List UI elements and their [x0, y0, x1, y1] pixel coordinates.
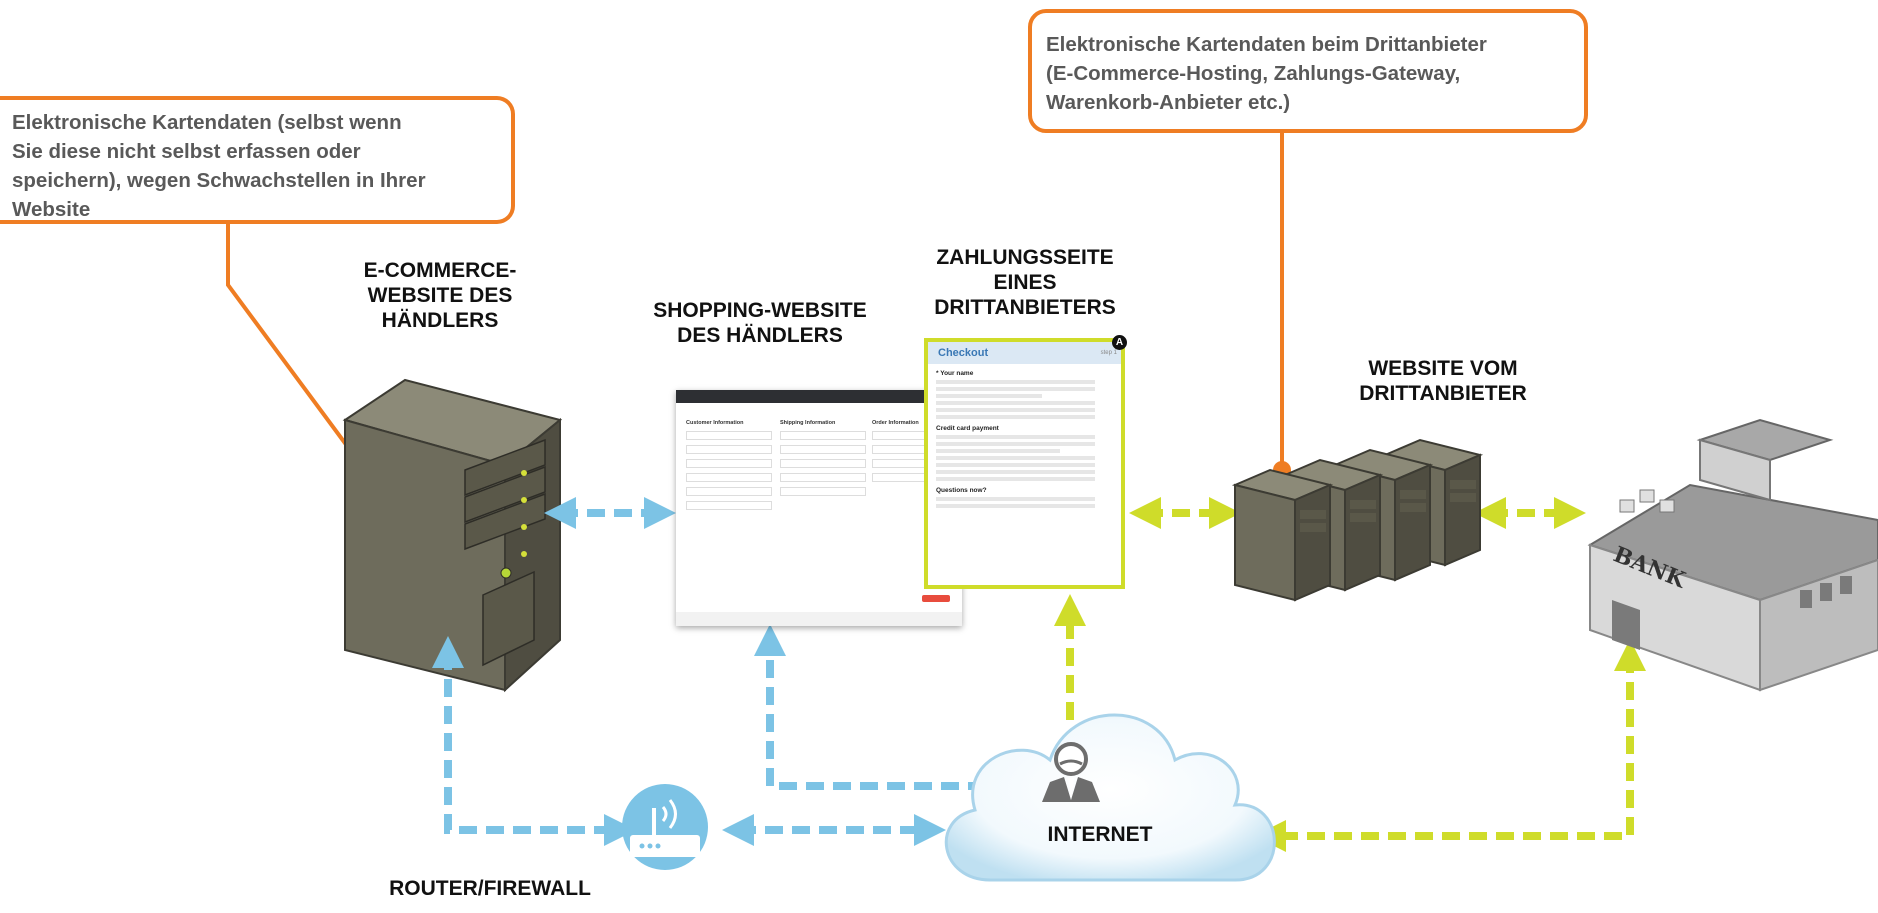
shop-column-heading: Order Information — [872, 420, 919, 426]
router-icon — [622, 784, 708, 870]
label-line: HÄNDLERS — [381, 309, 499, 332]
label-line: WEBSITE DES — [367, 284, 513, 307]
checkout-header: Checkout step 1 — [928, 342, 1121, 364]
checkout-step: step 1 — [1100, 350, 1117, 356]
shop-column-heading: Customer Information — [686, 420, 744, 426]
callout-left-connector — [226, 224, 358, 460]
label-line: ZAHLUNGSSEITE — [936, 246, 1114, 269]
shop-submit-button — [922, 595, 950, 602]
label-ecommerce-website: E-COMMERCE- WEBSITE DES HÄNDLERS — [320, 258, 560, 333]
user-person-icon — [1042, 742, 1100, 802]
payment-page-screenshot: Checkout step 1 * Your name Credit card … — [924, 338, 1125, 589]
label-router: ROUTER/FIREWALL — [389, 877, 591, 900]
shop-topbar — [676, 390, 962, 403]
shopping-website-screenshot: Customer Information Shipping Informatio… — [676, 390, 962, 626]
callout-left-line: speichern), wegen Schwachstellen in Ihre… — [12, 169, 426, 192]
internet-cloud-icon — [944, 713, 1276, 882]
ecommerce-server-icon — [342, 378, 563, 693]
label-third-party-website: WEBSITE VOM DRITTANBIETER — [1328, 356, 1558, 406]
label-line: E-COMMERCE- — [363, 259, 517, 282]
label-line: DRITTANBIETER — [1359, 382, 1527, 405]
label-line: DES HÄNDLERS — [677, 324, 843, 347]
bank-building-icon — [1587, 418, 1878, 692]
callout-left-line: Elektronische Kartendaten (selbst wenn — [12, 111, 402, 134]
arrow-server-router — [432, 636, 636, 846]
arrow-internet-shop — [754, 624, 1040, 790]
pay-question: Questions now? — [936, 487, 987, 494]
callout-right: Elektronische Kartendaten beim Drittanbi… — [1028, 9, 1588, 133]
label-line: DRITTANBIETERS — [934, 296, 1116, 319]
checkout-badge: A — [1112, 335, 1127, 350]
shop-footer — [676, 612, 962, 626]
label-line: EINES — [993, 271, 1057, 294]
callout-left-line: Website — [12, 198, 91, 221]
callout-right-line: Warenkorb-Anbieter etc.) — [1046, 91, 1291, 114]
shop-column-heading: Shipping Information — [780, 420, 836, 426]
label-internet: INTERNET — [1047, 823, 1153, 846]
callout-right-line: Elektronische Kartendaten beim Drittanbi… — [1046, 33, 1487, 56]
callout-left: Elektronische Kartendaten (selbst wenn S… — [0, 96, 515, 224]
label-shopping-website: SHOPPING-WEBSITE DES HÄNDLERS — [630, 298, 890, 348]
label-line: WEBSITE VOM — [1368, 357, 1518, 380]
checkout-title: Checkout — [938, 347, 989, 359]
third-party-servers-icon — [1231, 438, 1484, 602]
pay-name-label: * Your name — [936, 370, 974, 377]
shop-column: Order Information — [872, 420, 958, 487]
label-line: SHOPPING-WEBSITE — [653, 299, 867, 322]
bank-sign: BANK — [1610, 541, 1690, 593]
shop-column: Shipping Information — [780, 420, 866, 501]
label-payment-page: ZAHLUNGSSEITE EINES DRITTANBIETERS — [910, 245, 1140, 320]
callout-right-line: (E-Commerce-Hosting, Zahlungs-Gateway, — [1046, 62, 1461, 85]
pay-card-heading: Credit card payment — [936, 425, 999, 432]
shop-column: Customer Information — [686, 420, 772, 515]
arrow-bank-internet — [1254, 639, 1646, 852]
callout-left-line: Sie diese nicht selbst erfassen oder — [12, 140, 361, 163]
